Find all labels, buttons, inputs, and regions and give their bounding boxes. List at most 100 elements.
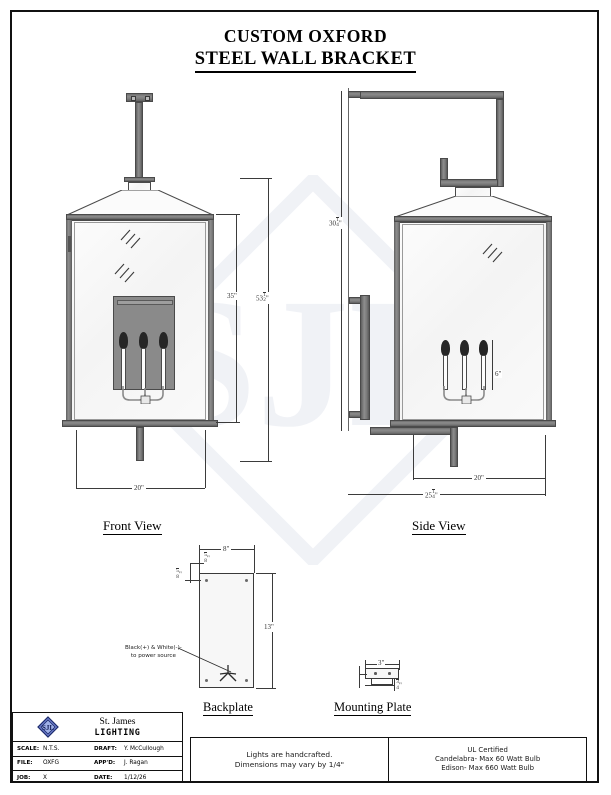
side-dim-arm-text: 20" <box>472 474 486 482</box>
mounting-plate-hole-right <box>388 672 391 675</box>
draft-group: DRAFT: Y. McCullough <box>90 746 182 752</box>
backplate-dim-left-den: 8 <box>176 573 179 580</box>
draft-value: Y. McCullough <box>124 745 164 752</box>
front-candle-center <box>139 332 148 390</box>
drawing-title: CUSTOM OXFORD STEEL WALL BRACKET <box>0 26 611 73</box>
side-dim-arm-ext-right <box>545 435 546 480</box>
mounting-plate-dim-w-ext-right <box>399 660 400 670</box>
side-dim-candle-text: 6" <box>494 370 503 378</box>
side-candle-left <box>441 340 450 390</box>
backplate-dim-w-text: 8" <box>221 545 232 553</box>
front-bottom-plate <box>62 420 218 427</box>
approved-group: APP'D: J. Ragan <box>90 760 182 766</box>
side-dim-depth-den: 4 <box>432 494 435 501</box>
side-dim-drop-num: 1 <box>336 217 339 223</box>
side-arm-top <box>360 91 504 99</box>
backplate-label: Backplate <box>203 700 253 716</box>
notes-divider <box>387 738 390 781</box>
side-dim-depth-ext-right <box>545 480 546 496</box>
backplate-hole-bottom-left <box>205 679 208 682</box>
mounting-plate-body <box>365 668 399 679</box>
backplate-dim-h-text: 13" <box>264 622 274 632</box>
side-flame-left <box>441 340 450 356</box>
mounting-plate-dim-w-text: 3" <box>377 659 386 667</box>
side-arm-drop <box>496 99 504 187</box>
side-dim-drop-whole: 30 <box>329 219 336 228</box>
side-candle-body-left <box>442 355 449 390</box>
company-logo-text: SJL <box>42 724 54 732</box>
title-block-logo-row: SJL St. James LIGHTING <box>13 713 182 742</box>
backplate-dim-w-ext-right <box>254 545 255 573</box>
front-bracket-bolt-left <box>131 96 136 101</box>
backplate-wire-note-line2: to power source <box>130 653 176 660</box>
backplate-plate <box>199 573 254 688</box>
backplate-dim-top-line <box>190 563 204 564</box>
mounting-plate-dim-thick-den: 4 <box>396 684 399 691</box>
file-key: FILE: <box>17 760 33 767</box>
mounting-plate-dim-left-lead <box>359 674 367 675</box>
backplate-hole-top-left <box>205 579 208 582</box>
side-glass-sparkle <box>482 243 503 263</box>
front-view-label: Front View <box>103 518 162 535</box>
mounting-plate-label: Mounting Plate <box>334 700 412 716</box>
front-dim-width-text: 20" <box>132 484 146 492</box>
date-key: DATE: <box>94 774 113 781</box>
title-line-2: STEEL WALL BRACKET <box>194 49 417 73</box>
side-dim-drop-den: 4 <box>336 222 339 229</box>
front-roof-band <box>66 214 214 220</box>
sheet-border <box>10 10 599 783</box>
title-line-1: CUSTOM OXFORD <box>223 26 388 46</box>
date-group: DATE: 1/12/26 <box>90 775 182 781</box>
side-lower-bracket-riser <box>450 427 458 467</box>
side-lower-bracket-tab-bottom <box>349 411 361 418</box>
side-lantern-body <box>394 222 552 422</box>
front-post-left <box>66 220 72 422</box>
front-dim-width-ext-left <box>76 430 77 488</box>
approved-key: APP'D: <box>94 760 116 767</box>
front-dim-overall-num: 1 <box>263 292 266 298</box>
job-key: JOB: <box>17 774 31 781</box>
mounting-plate-lip <box>371 679 393 685</box>
side-dim-drop-line <box>341 91 342 431</box>
backplate-dim-top-ext <box>199 558 200 576</box>
job-value: X <box>43 774 47 781</box>
front-dim-35-text: 35" <box>226 292 238 300</box>
backplate-wire-symbol <box>219 665 237 682</box>
scale-value: N.T.S. <box>43 745 60 752</box>
front-dim-width-ext-right <box>205 430 206 488</box>
front-dim-35-line <box>236 214 237 422</box>
title-block-row-job: JOB: X DATE: 1/12/26 <box>13 771 182 785</box>
front-mount-bracket <box>126 93 153 102</box>
mounting-plate-dim-thick-line <box>365 685 395 686</box>
draft-key: DRAFT: <box>94 745 117 752</box>
mounting-plate-dim-thick-num: 3 <box>396 679 399 685</box>
backplate-dim-left-ext <box>190 563 191 583</box>
front-bracket-bolt-right <box>145 96 150 101</box>
side-roof-band <box>394 216 552 222</box>
mounting-plate-dim-left-tick <box>359 666 360 688</box>
company-name-line2: LIGHTING <box>94 726 141 737</box>
side-post-right <box>546 222 552 422</box>
side-glass-inner-frame <box>402 224 544 420</box>
side-arm-return <box>440 179 498 187</box>
side-candle-center <box>460 340 469 390</box>
side-lower-bracket-tab-top <box>349 297 361 304</box>
side-candle-body-center <box>461 355 468 390</box>
side-dim-depth-num: 1 <box>432 489 435 495</box>
front-dim-overall-ext-bot <box>240 461 272 462</box>
front-flame-center <box>139 332 148 349</box>
backplate-wire-note-line1: Black(+) & White(-)- <box>125 645 182 651</box>
ul-note-line3: Edison- Max 660 Watt Bulb <box>441 764 535 773</box>
front-flame-right <box>159 332 168 349</box>
backplate-hole-top-right <box>245 579 248 582</box>
